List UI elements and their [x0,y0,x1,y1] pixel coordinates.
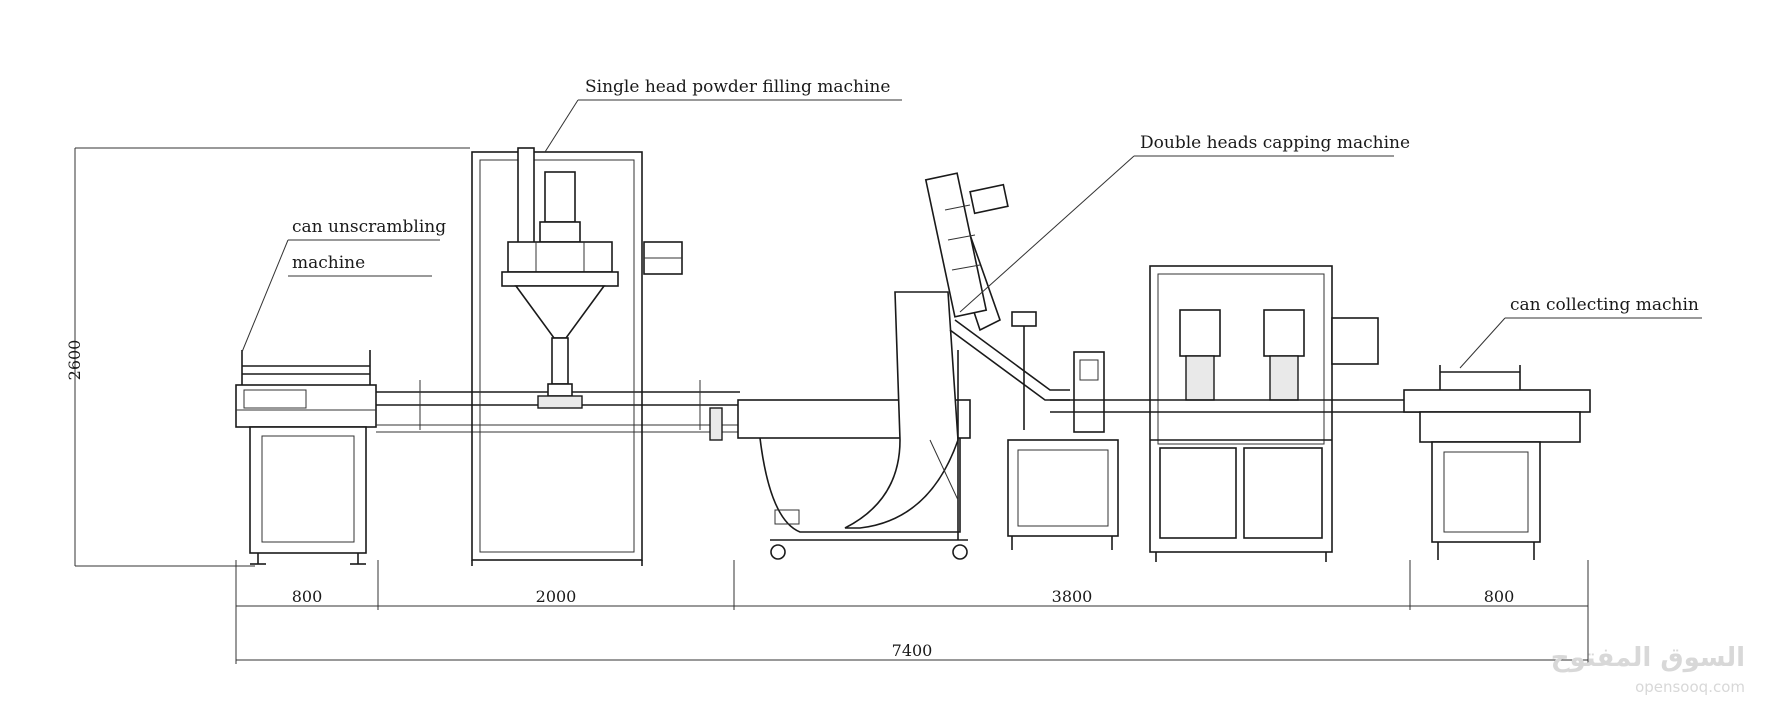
cap-elevator [737,172,1070,560]
collector-label: can collecting machin [1459,295,1702,369]
filler-label-text: Single head powder filling machine [585,77,890,97]
dimension-total: 7400 [892,641,933,660]
dimension-seg2: 2000 [536,587,577,606]
watermark-latin: opensooq.com [1635,678,1745,696]
unscrambler-label-line1: can unscrambling [292,217,446,237]
height-dimension-value: 2600 [65,340,84,381]
watermark-arabic: السوق المفتوح [1551,643,1745,673]
capper-label-text: Double heads capping machine [1140,133,1410,153]
can-unscrambling-machine [235,350,377,565]
capping-machine [1007,265,1420,562]
capper-label: Double heads capping machine [959,133,1410,313]
dimension-seg4: 800 [1484,587,1515,606]
dimension-seg1: 800 [292,587,323,606]
unscrambler-label: can unscrambling machine [241,217,446,353]
unscrambler-label-line2: machine [292,253,365,273]
powder-filling-machine [471,147,683,566]
dimension-seg3: 3800 [1052,587,1093,606]
filler-label: Single head powder filling machine [544,77,902,153]
watermark-logo: السوق المفتوح opensooq.com [1551,643,1745,696]
horizontal-dimensions: 800 2000 3800 800 7400 [235,560,1589,664]
collector-label-text: can collecting machin [1510,295,1699,315]
can-collecting-machine [1403,365,1591,560]
height-dimension: 2600 [65,147,470,567]
